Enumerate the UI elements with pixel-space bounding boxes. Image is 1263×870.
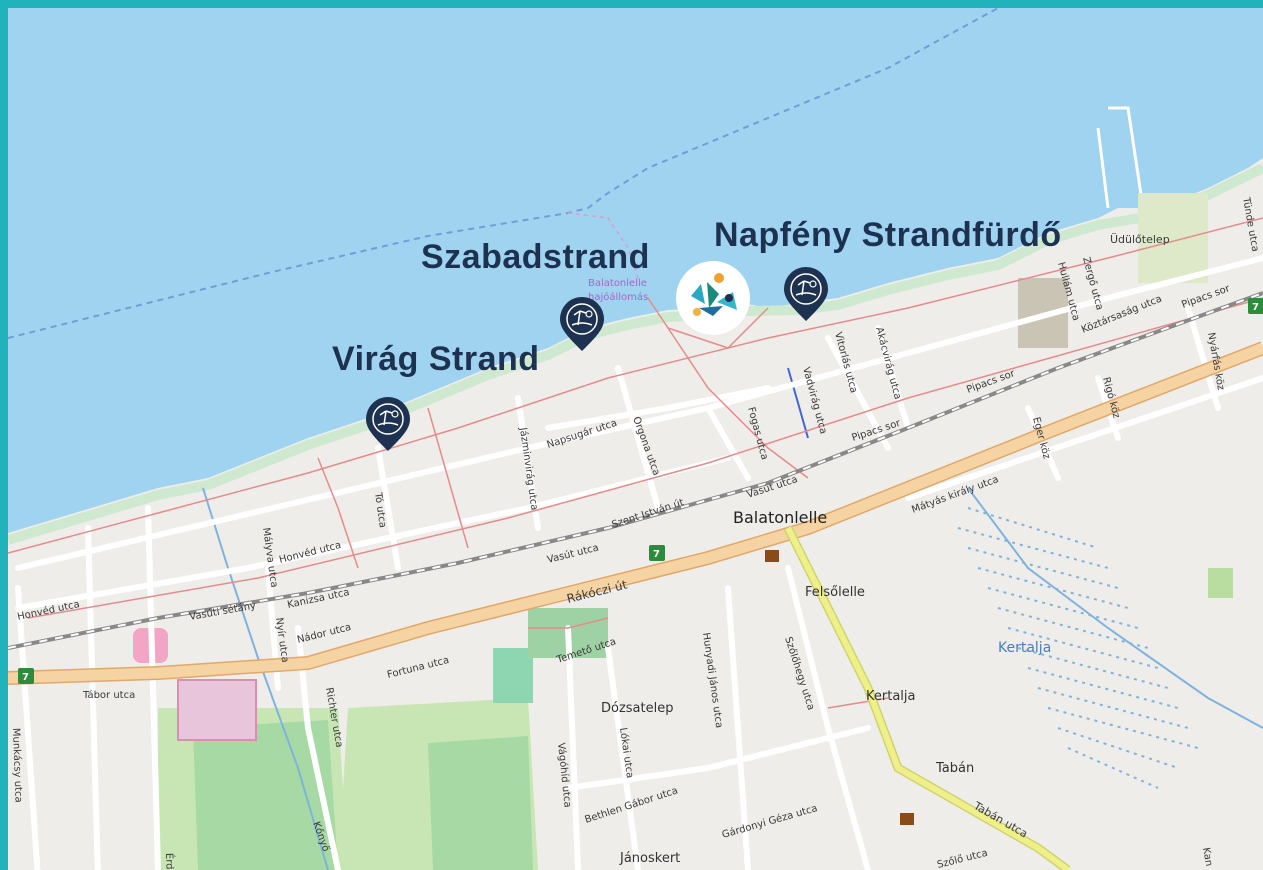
svg-text:7: 7 (22, 672, 29, 683)
beach-pin-icon[interactable] (784, 267, 828, 321)
harbor-label-2: hajóállomás (588, 291, 648, 303)
ferry-route-2 (567, 212, 639, 279)
railway-dash (8, 292, 1263, 649)
street-label: Munkácsy utca (10, 728, 25, 803)
place-taban: Tabán (935, 761, 974, 776)
lake-balaton (8, 8, 1263, 533)
street-label: Érd (163, 853, 177, 870)
svg-text:7: 7 (653, 549, 660, 560)
route-shield-7-center: 7 (649, 545, 665, 561)
road-7 (8, 342, 1263, 684)
green-block-1 (493, 648, 533, 703)
map-canvas[interactable]: 7 7 7 7 Rákóczi út Vasút utca Vasút utca… (8, 8, 1263, 870)
landmark-icon (765, 550, 914, 825)
route-shield-7-west: 7 (18, 668, 34, 684)
district-kertalja: Kertalja (998, 640, 1051, 656)
map-svg: 7 7 7 7 Rákóczi út Vasút utca Vasút utca… (8, 8, 1263, 870)
place-udulotelep: Üdülőtelep (1110, 233, 1170, 246)
place-felsolelle: Felsőlelle (805, 585, 865, 600)
poi-label-szabadstrand: Szabadstrand (421, 238, 650, 276)
stream-3 (787, 367, 809, 439)
road-yellow (785, 526, 1070, 870)
pier-east (1096, 106, 1145, 209)
ferry-route (8, 8, 999, 339)
street-label: Tábor utca (82, 689, 135, 701)
place-janoskert: Jánoskert (619, 851, 680, 866)
poi-label-napfeny: Napfény Strandfürdő (714, 216, 1062, 254)
harbor-label-1: Balatonlelle (588, 278, 647, 289)
street-label: Tó utca (372, 491, 389, 529)
pink-area (177, 679, 257, 741)
wetland-2 (428, 736, 533, 870)
place-balatonlelle: Balatonlelle (733, 508, 827, 527)
beach-pin-icon[interactable] (366, 397, 410, 451)
place-dozsatelep: Dózsatelep (601, 701, 673, 716)
green-block-3 (1208, 568, 1233, 598)
street-label: Kan (1200, 847, 1214, 867)
beach-pin-icon[interactable] (560, 297, 604, 351)
green-block-5 (1138, 193, 1208, 283)
route-shield-7-east: 7 (1248, 298, 1263, 314)
svg-text:7: 7 (1252, 302, 1259, 313)
minor-streets (15, 255, 1263, 870)
shore-green (8, 163, 1263, 545)
wetland-1 (193, 720, 338, 870)
stream-2 (967, 487, 1263, 729)
poi-label-virag: Virág Strand (332, 340, 540, 378)
venue-logo-icon[interactable] (676, 261, 750, 335)
foot-paths (8, 217, 1263, 709)
place-kertalja: Kertalja (866, 689, 915, 704)
stream-1 (202, 487, 329, 870)
